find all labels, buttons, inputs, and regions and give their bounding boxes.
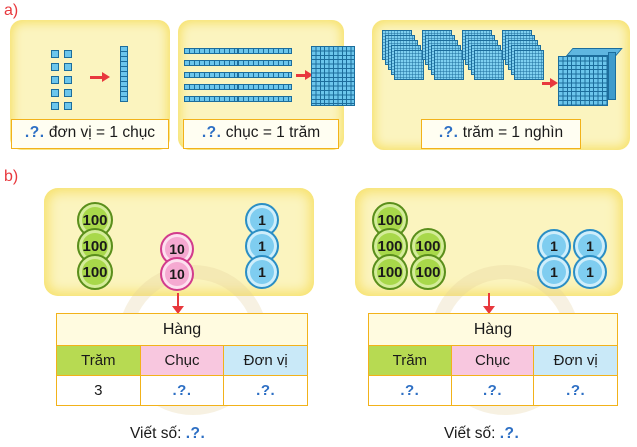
write-number-right: Viết số: .?.	[444, 425, 520, 442]
cell-chuc-answer[interactable]: .?.	[139, 375, 225, 406]
placeholder-answer[interactable]: .?.	[201, 124, 222, 141]
hundred-disc: 100	[372, 254, 408, 290]
arrow-icon	[296, 70, 313, 80]
column-header-tram: Trăm	[56, 345, 141, 376]
down-arrow-icon	[483, 293, 495, 314]
one-disc: 1	[245, 255, 279, 289]
cell-don-vi-answer[interactable]: .?.	[223, 375, 308, 406]
write-number-answer[interactable]: .?.	[499, 425, 520, 442]
cell-chuc-answer[interactable]: .?.	[450, 375, 535, 406]
part-b-label: b)	[4, 168, 19, 185]
table-header: Hàng	[368, 313, 618, 346]
panel-hundreds-to-thousand: .?. trăm = 1 nghìn	[372, 20, 630, 150]
column-header-don-vi: Đơn vị	[533, 345, 618, 376]
caption-tens-to-hundred: .?. chục = 1 trăm	[183, 119, 339, 149]
place-value-table-left: Hàng Trăm Chục Đơn vị 3 .?. .?.	[56, 313, 308, 406]
one-disc: 1	[573, 255, 607, 289]
hundred-disc: 100	[77, 254, 113, 290]
caption-hundreds-to-thousand: .?. trăm = 1 nghìn	[421, 119, 581, 149]
table-header: Hàng	[56, 313, 308, 346]
placeholder-answer[interactable]: .?.	[24, 124, 45, 141]
arrow-icon	[90, 72, 110, 82]
down-arrow-icon	[172, 293, 184, 314]
ten-rod	[120, 46, 128, 102]
part-a-label: a)	[4, 2, 19, 19]
arrow-icon	[542, 78, 558, 88]
column-header-don-vi: Đơn vị	[223, 345, 308, 376]
cell-tram-value: 3	[56, 375, 141, 406]
panel-tens-to-hundred: .?. chục = 1 trăm	[178, 20, 355, 150]
write-number-answer[interactable]: .?.	[185, 425, 206, 442]
cell-don-vi-answer[interactable]: .?.	[533, 375, 618, 406]
write-number-left: Viết số: .?.	[130, 425, 206, 442]
placeholder-answer[interactable]: .?.	[438, 124, 459, 141]
panel-units-to-ten: .?. đơn vị = 1 chục	[10, 20, 170, 150]
one-disc: 1	[537, 255, 571, 289]
ten-disc: 10	[160, 257, 194, 291]
column-header-chuc: Chục	[450, 345, 535, 376]
cell-tram-answer[interactable]: .?.	[368, 375, 452, 406]
hundred-disc: 100	[410, 254, 446, 290]
place-value-table-right: Hàng Trăm Chục Đơn vị .?. .?. .?.	[368, 313, 618, 406]
column-header-chuc: Chục	[139, 345, 225, 376]
hundred-flat	[311, 46, 355, 106]
column-header-tram: Trăm	[368, 345, 452, 376]
thousand-cube	[558, 48, 623, 112]
caption-units-to-ten: .?. đơn vị = 1 chục	[11, 119, 169, 149]
